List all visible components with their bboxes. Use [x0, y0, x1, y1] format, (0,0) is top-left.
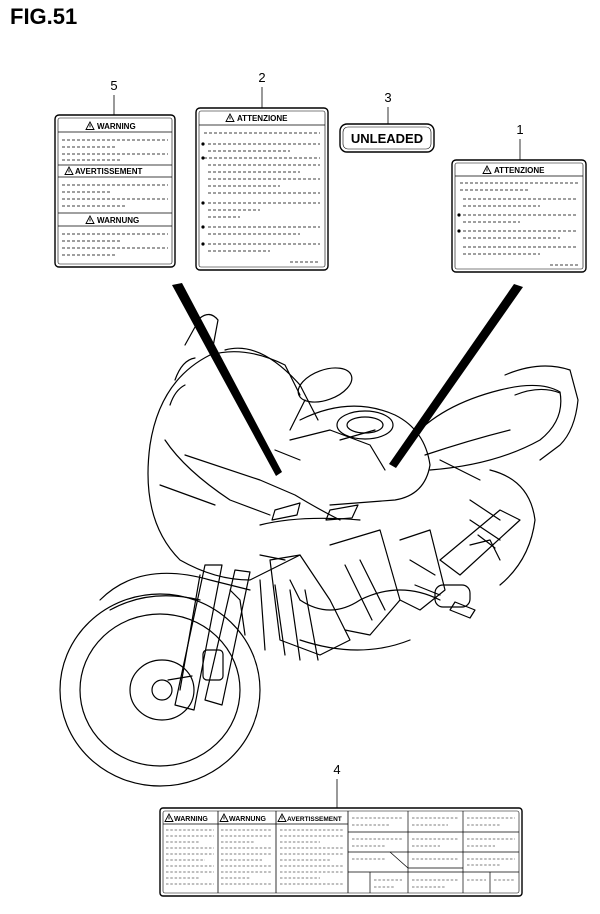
label-4-combined-warning-sticker: WARNING WARNUNG AVERTISSEMENT: [159, 807, 523, 897]
label-4-heading-3: AVERTISSEMENT: [287, 816, 342, 823]
callout-1: 1: [516, 122, 524, 160]
motorcycle-illustration: [59, 313, 579, 787]
callout-5-number: 5: [110, 78, 117, 93]
label-5-warning-sticker: WARNING AVERTISSEMENT WARNUNG: [54, 114, 176, 268]
callout-4-number: 4: [333, 762, 340, 777]
label-5-heading-2: AVERTISSEMENT: [75, 167, 143, 176]
label-2-heading: ATTENZIONE: [237, 114, 288, 123]
label-3-unleaded-sticker: UNLEADED: [339, 123, 435, 153]
label-3-text: UNLEADED: [351, 131, 423, 146]
callout-2-number: 2: [258, 70, 265, 85]
label-4-heading-1: WARNING: [174, 816, 208, 823]
callout-5: 5: [110, 78, 118, 115]
label-4-heading-2: WARNUNG: [229, 816, 266, 823]
figure-title: FIG.51: [10, 4, 78, 29]
label-5-heading-1: WARNING: [97, 122, 136, 131]
callout-3: 3: [384, 90, 392, 124]
leader-wedge-left: [172, 283, 282, 476]
label-5-heading-3: WARNUNG: [97, 216, 139, 225]
callout-2: 2: [258, 70, 266, 108]
leader-wedge-right: [389, 284, 523, 468]
label-2-attenzione-sticker: ATTENZIONE: [195, 107, 329, 271]
callout-4: 4: [333, 762, 341, 808]
label-1-attenzione-sticker: ATTENZIONE: [451, 159, 587, 273]
label-1-heading: ATTENZIONE: [494, 166, 545, 175]
callout-3-number: 3: [384, 90, 391, 105]
callout-1-number: 1: [516, 122, 523, 137]
